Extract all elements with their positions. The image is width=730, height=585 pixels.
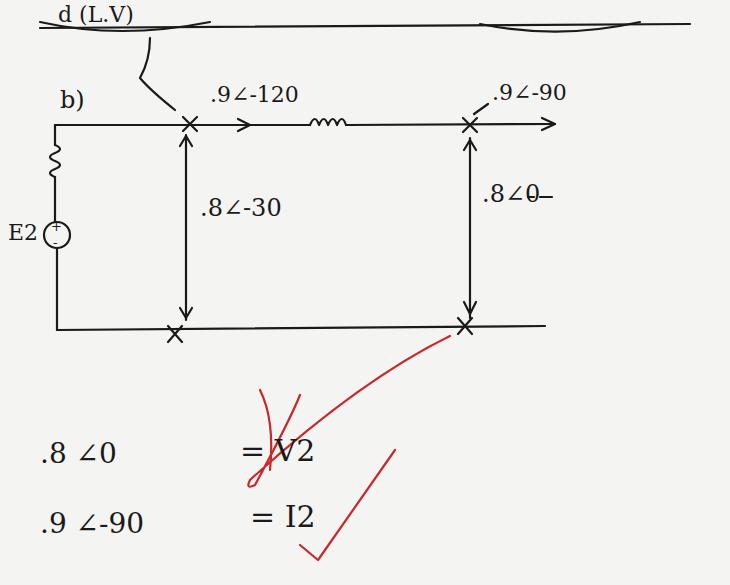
source-name: E2 [8, 222, 38, 244]
current-value: .9∠-90 [492, 82, 567, 104]
polarity-mark: - [53, 236, 57, 249]
current-value: .9∠-120 [210, 84, 299, 106]
result-value: .8 ∠0 [40, 440, 117, 468]
result-name: = I2 [250, 502, 316, 532]
voltage-value: .8∠0 [482, 182, 540, 206]
result-value: .9 ∠-90 [40, 510, 144, 538]
voltage-value: .8∠-30 [200, 196, 282, 220]
circled-note: d (L.V) [58, 4, 134, 26]
part-label: b) [60, 88, 85, 112]
polarity-mark: + [51, 220, 62, 233]
result-name: = V2 [240, 436, 315, 466]
